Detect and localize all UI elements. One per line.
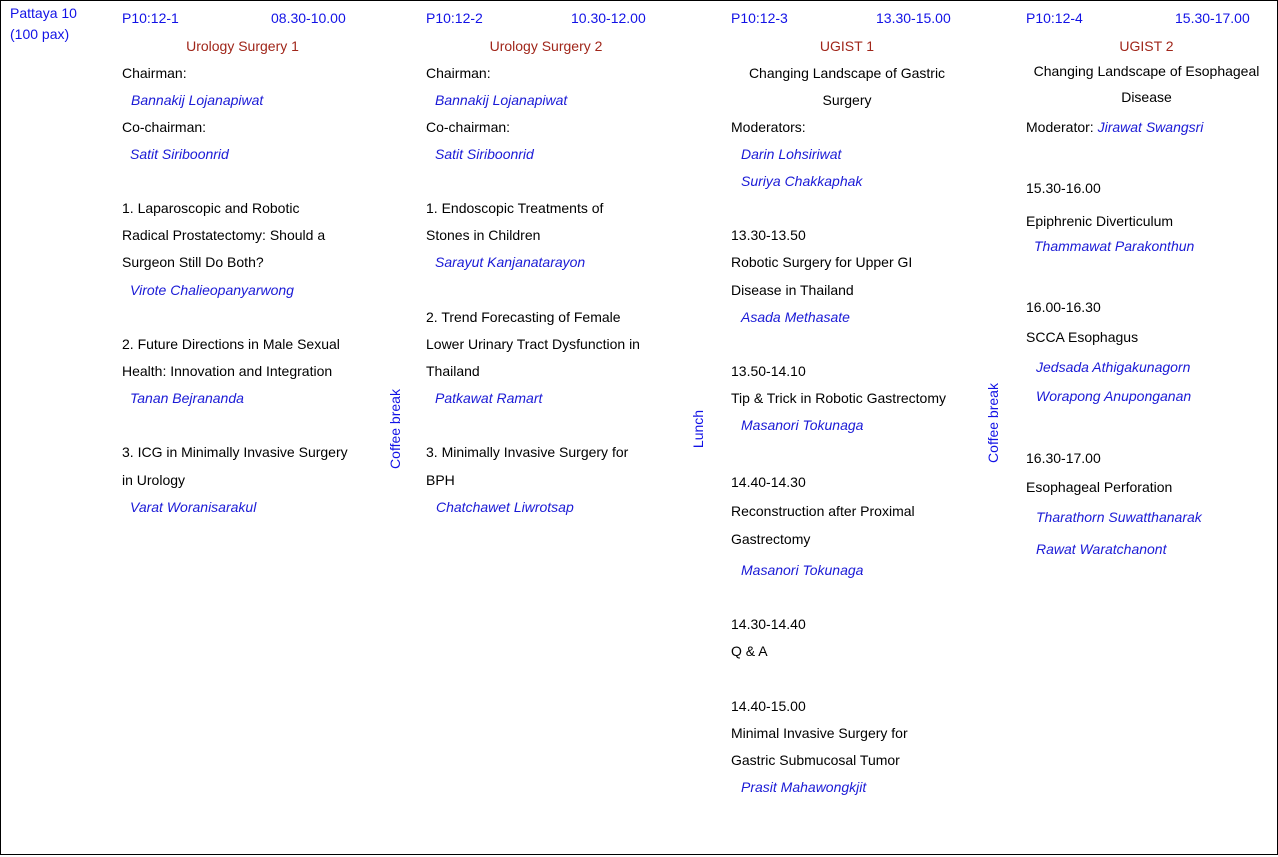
talk-line: 3. Minimally Invasive Surgery for [426, 444, 629, 460]
talk-time: 16.30-17.00 [1026, 450, 1101, 466]
talk-line: Thailand [426, 363, 480, 379]
talk-line: Tip & Trick in Robotic Gastrectomy [731, 390, 946, 406]
talk-line: Radical Prostatectomy: Should a [122, 227, 326, 243]
talk-time: 16.00-16.30 [1026, 299, 1101, 315]
moderator-name: Darin Lohsiriwat [741, 146, 842, 162]
cochair-name: Satit Siriboonrid [130, 146, 229, 162]
room-name: Pattaya 10 [10, 5, 77, 21]
session-subtitle: Changing Landscape of Esophageal [1033, 63, 1260, 79]
speaker-name: Patkawat Ramart [435, 390, 543, 406]
speaker-name: Masanori Tokunaga [741, 417, 864, 433]
talk-line: Gastrectomy [731, 531, 811, 547]
talk-line: Disease in Thailand [731, 282, 854, 298]
break-label: Coffee break [985, 383, 1001, 463]
talk-time: 14.40-15.00 [731, 698, 806, 714]
speaker-name: Tanan Bejrananda [130, 390, 244, 406]
moderator-line: Moderator: Jirawat Swangsri [1026, 118, 1203, 136]
talk-line: 1. Endoscopic Treatments of [426, 200, 604, 216]
session-code: P10:12-2 [426, 10, 483, 26]
chair-label: Chairman: [122, 65, 187, 81]
talk-line: 2. Trend Forecasting of Female [426, 309, 621, 325]
session-code: P10:12-1 [122, 10, 179, 26]
talk-line: Stones in Children [426, 227, 541, 243]
session-time: 08.30-10.00 [271, 10, 346, 26]
session-code: P10:12-4 [1026, 10, 1083, 26]
cochair-label: Co-chairman: [122, 119, 207, 135]
talk-line: Esophageal Perforation [1026, 479, 1173, 495]
session-title: Urology Surgery 2 [489, 38, 603, 54]
talk-line: in Urology [122, 472, 186, 488]
cochair-name: Satit Siriboonrid [435, 146, 534, 162]
speaker-name: Tharathorn Suwatthanarak [1036, 509, 1202, 525]
speaker-name: Virote Chalieopanyarwong [130, 282, 294, 298]
moderator-name: Suriya Chakkaphak [741, 173, 863, 189]
speaker-name: Masanori Tokunaga [741, 562, 864, 578]
moderators-label: Moderator: [1026, 119, 1094, 135]
session-subtitle: Surgery [822, 92, 872, 108]
chair-label: Chairman: [426, 65, 491, 81]
session-code: P10:12-3 [731, 10, 788, 26]
session-3-cell: P10:12-3 13.30-15.00 UGIST 1 Changing La… [723, 0, 973, 855]
session-time: 15.30-17.00 [1175, 10, 1250, 26]
speaker-name: Thammawat Parakonthun [1034, 238, 1195, 254]
speaker-name: Chatchawet Liwrotsap [436, 499, 574, 515]
talk-line: BPH [426, 472, 455, 488]
talk-line: Lower Urinary Tract Dysfunction in [426, 336, 640, 352]
session-title: UGIST 1 [819, 38, 875, 54]
session-1-cell: P10:12-1 08.30-10.00 Urology Surgery 1 C… [113, 0, 374, 855]
talk-line: 1. Laparoscopic and Robotic [122, 200, 300, 216]
coffee-break-column: Coffee break [373, 0, 419, 855]
talk-line: Robotic Surgery for Upper GI [731, 254, 913, 270]
talk-line: Surgeon Still Do Both? [122, 254, 264, 270]
talk-time: 14.30-14.40 [731, 616, 806, 632]
speaker-name: Asada Methasate [741, 309, 850, 325]
talk-line: SCCA Esophagus [1026, 329, 1139, 345]
speaker-name: Worapong Anuponganan [1036, 388, 1192, 404]
talk-line: 3. ICG in Minimally Invasive Surgery [122, 444, 348, 460]
session-4-cell: P10:12-4 15.30-17.00 UGIST 2 Changing La… [1017, 0, 1278, 855]
talk-line: 2. Future Directions in Male Sexual [122, 336, 340, 352]
break-label: Coffee break [387, 389, 403, 469]
talk-line: Gastric Submucosal Tumor [731, 752, 900, 768]
room-column: Pattaya 10 (100 pax) [0, 0, 114, 855]
talk-line: Q & A [731, 643, 768, 659]
session-subtitle: Changing Landscape of Gastric [748, 65, 946, 81]
chair-name: Bannakij Lojanapiwat [131, 92, 264, 108]
talk-line: Minimal Invasive Surgery for [731, 725, 908, 741]
coffee-break-column: Coffee break [972, 0, 1018, 855]
talk-time: 13.50-14.10 [731, 363, 806, 379]
session-time: 13.30-15.00 [876, 10, 951, 26]
speaker-name: Rawat Waratchanont [1036, 541, 1167, 557]
talk-line: Health: Innovation and Integration [122, 363, 333, 379]
talk-time: 14.40-14.30 [731, 474, 806, 490]
session-title: Urology Surgery 1 [186, 38, 299, 54]
break-label: Lunch [690, 409, 706, 449]
talk-line: Reconstruction after Proximal [731, 503, 915, 519]
speaker-name: Sarayut Kanjanatarayon [435, 254, 586, 270]
talk-line: Epiphrenic Diverticulum [1026, 213, 1174, 229]
session-title: UGIST 2 [1119, 38, 1174, 54]
chair-name: Bannakij Lojanapiwat [435, 92, 568, 108]
talk-time: 13.30-13.50 [731, 227, 806, 243]
cochair-label: Co-chairman: [426, 119, 511, 135]
moderator-name: Jirawat Swangsri [1097, 119, 1204, 135]
speaker-name: Varat Woranisarakul [130, 499, 257, 515]
session-time: 10.30-12.00 [571, 10, 646, 26]
session-subtitle: Disease [1121, 89, 1172, 105]
lunch-column: Lunch [675, 0, 724, 855]
speaker-name: Prasit Mahawongkjit [741, 779, 867, 795]
moderators-label: Moderators: [731, 119, 806, 135]
speaker-name: Jedsada Athigakunagorn [1036, 359, 1191, 375]
talk-time: 15.30-16.00 [1026, 180, 1101, 196]
session-2-cell: P10:12-2 10.30-12.00 Urology Surgery 2 C… [418, 0, 676, 855]
room-capacity: (100 pax) [10, 26, 70, 42]
